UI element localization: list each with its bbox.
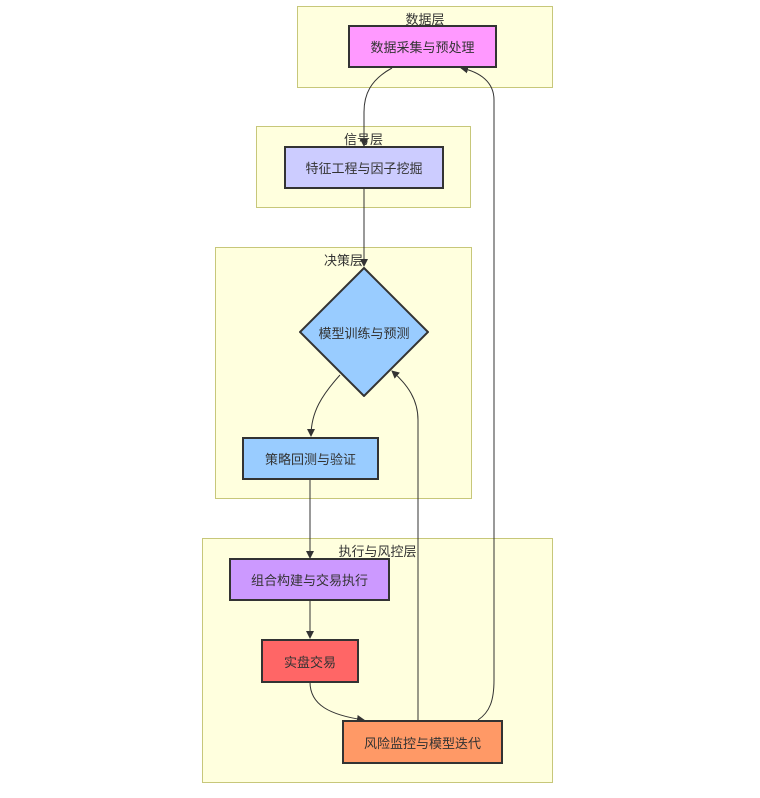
diamond-shape xyxy=(298,266,430,398)
node-strategy-backtest[interactable]: 策略回测与验证 xyxy=(242,437,379,480)
node-model-training-label: 模型训练与预测 xyxy=(318,326,410,342)
node-live-trading[interactable]: 实盘交易 xyxy=(261,639,359,683)
node-risk-monitoring[interactable]: 风险监控与模型迭代 xyxy=(342,720,503,764)
node-data-collection[interactable]: 数据采集与预处理 xyxy=(348,25,497,68)
node-feature-engineering[interactable]: 特征工程与因子挖掘 xyxy=(284,146,444,189)
cluster-data-layer-label: 数据层 xyxy=(405,13,445,28)
cluster-decision-layer-label: 决策层 xyxy=(323,254,363,269)
node-portfolio-execution[interactable]: 组合构建与交易执行 xyxy=(229,558,390,601)
node-model-training[interactable]: 模型训练与预测 xyxy=(298,266,430,398)
